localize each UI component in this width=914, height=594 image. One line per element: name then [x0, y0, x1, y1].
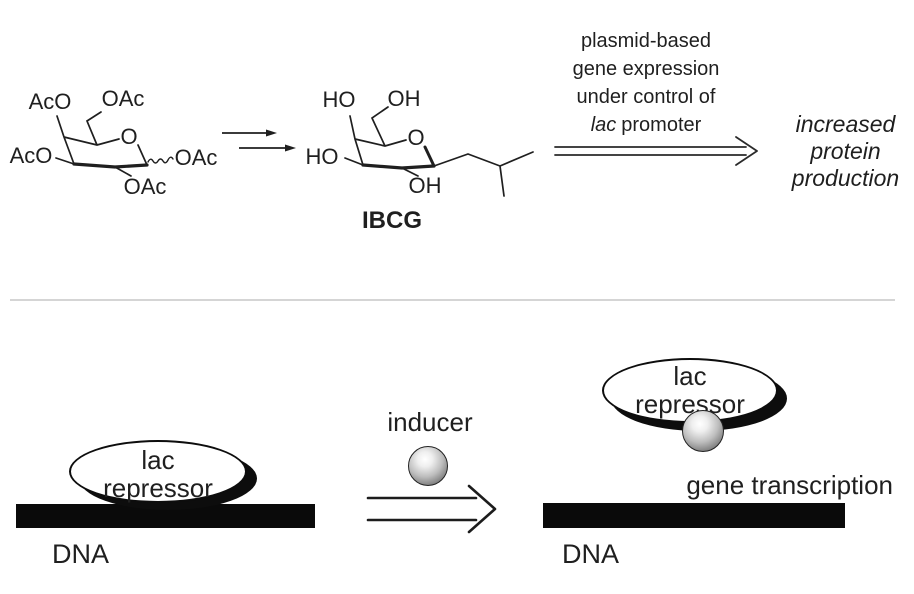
s1-label-oac-bottom: OAc	[123, 174, 167, 199]
induction-arrow-head	[467, 484, 497, 534]
ibcg-skeleton	[344, 106, 534, 197]
lac-repressor-ellipse-bound	[69, 440, 247, 503]
structure1-ring-front-bold	[72, 162, 149, 169]
lac-repressor-text-released: lac repressor	[602, 362, 778, 418]
result-text-block: increased protein production	[773, 111, 914, 192]
s2-label-oh-bottom: OH	[408, 173, 442, 198]
result-line-3: production	[791, 165, 900, 191]
pathway-line-3: under control of	[576, 86, 716, 108]
structure2-anomeric-wedge-bond	[423, 145, 436, 168]
section-divider	[10, 299, 895, 301]
s1-label-aco-left: AcO	[9, 143, 53, 168]
pathway-text-block: plasmid-based gene expression under cont…	[546, 27, 746, 139]
structure1-bonds	[55, 111, 148, 177]
s1-ring-oxygen-label: O	[120, 124, 138, 149]
structure1-anomeric-squiggle-bond	[147, 156, 174, 164]
s1-label-aco-top-left: AcO	[28, 89, 72, 114]
structure2-bonds	[344, 106, 534, 197]
lac-line: lac	[141, 445, 175, 475]
pathway-promoter-word: promoter	[621, 114, 702, 136]
reaction-arrow-1-head	[266, 129, 277, 137]
s2-label-ho-left: HO	[305, 144, 339, 169]
pathway-arrow	[554, 136, 758, 166]
s2-label-oh-top-right: OH	[387, 86, 421, 111]
repressor-line: repressor	[103, 473, 213, 503]
pathway-lac-italic: lac	[590, 114, 617, 136]
reaction-arrows	[222, 129, 296, 152]
result-line-1: increased	[795, 111, 896, 137]
ibcg-caption: IBCG	[362, 207, 422, 234]
bound-inducer-sphere-icon	[682, 410, 724, 452]
induction-arrow	[366, 484, 497, 534]
reaction-arrow-2-head	[285, 144, 296, 152]
inducer-sphere-icon	[408, 446, 448, 486]
s1-label-oac-top-right: OAc	[101, 86, 145, 111]
pathway-line-1: plasmid-based	[580, 30, 712, 52]
pathway-line-2: gene expression	[572, 58, 720, 80]
gene-transcription-label: gene transcription	[686, 470, 893, 500]
lac-line: lac	[673, 361, 707, 391]
structure2-ring-front-bold	[361, 163, 436, 170]
s2-ring-oxygen-label: O	[407, 125, 425, 150]
pathway-arrow-shafts	[554, 146, 747, 156]
galactose-pentaacetate-skeleton	[55, 111, 174, 177]
inducer-label: inducer	[387, 407, 473, 437]
s2-label-ho-top-left: HO	[322, 87, 356, 112]
dna-label-right: DNA	[562, 539, 620, 569]
dna-bar-right	[543, 503, 845, 528]
lac-repressor-ellipse-released	[602, 358, 778, 423]
dna-label-left: DNA	[52, 539, 110, 569]
pathway-arrow-head	[735, 136, 758, 166]
induction-arrow-shafts	[366, 496, 478, 522]
lac-repressor-text-bound: lac repressor	[69, 446, 247, 502]
result-line-2: protein	[810, 138, 881, 164]
s1-label-oac-right: OAc	[174, 145, 218, 170]
